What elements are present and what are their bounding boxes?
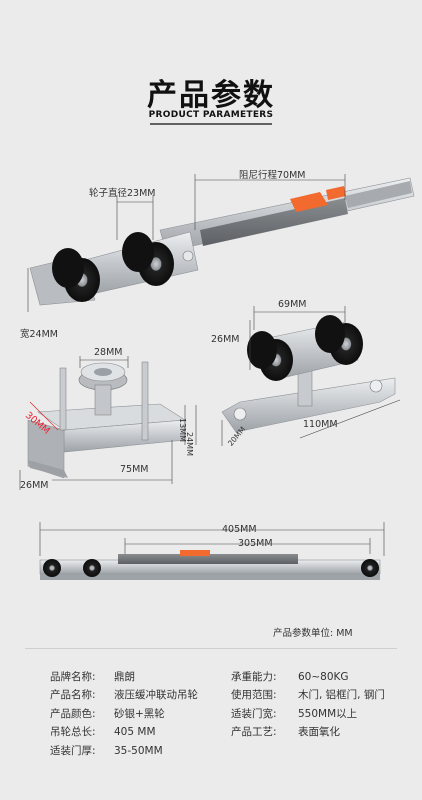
dim-75: 75MM	[120, 464, 149, 475]
dim-26-left: 26MM	[20, 480, 49, 491]
spec-value: 35-50MM	[114, 744, 163, 757]
spec-key: 品牌名称:	[50, 671, 96, 683]
spec-row: 产品工艺: 表面氧化	[231, 723, 385, 741]
page-title: 产品参数	[147, 78, 275, 113]
spec-key: 产品工艺:	[231, 726, 277, 739]
product-illustrations	[19, 174, 415, 580]
spec-list-left: 品牌名称: 鼎朗 产品名称: 液压缓冲联动吊轮 产品颜色: 砂银+黑轮 吊轮总长: 40…	[50, 668, 198, 760]
spec-row: 承重能力: 60~80KG	[231, 668, 385, 686]
spec-row: 品牌名称: 鼎朗	[50, 668, 198, 686]
spec-row: 产品名称: 液压缓冲联动吊轮	[50, 686, 198, 704]
unit-note: 产品参数单位: MM	[273, 628, 353, 639]
carrier-dim-lines	[221, 306, 401, 446]
top-dim-lines	[27, 174, 346, 312]
dim-13: 13MM	[178, 418, 187, 442]
spec-key: 承重能力:	[231, 671, 277, 683]
spec-value: 鼎朗	[114, 671, 135, 683]
dim-damping-stroke: 阻尼行程70MM	[239, 170, 306, 181]
spec-list-right: 承重能力: 60~80KG 使用范围: 木门, 铝框门, 钢门 适装门宽: 550MM…	[231, 668, 385, 742]
dim-305: 305MM	[238, 538, 273, 549]
hanger-plate-assembly	[27, 361, 186, 479]
dim-69: 69MM	[278, 299, 307, 310]
top-track-assembly	[29, 177, 415, 306]
dim-26-right: 26MM	[211, 334, 240, 345]
spec-value: 木门, 铝框门, 钢门	[298, 689, 385, 702]
spec-key: 吊轮总长:	[50, 726, 96, 739]
spec-value: 液压缓冲联动吊轮	[114, 689, 198, 702]
dim-110: 110MM	[303, 419, 338, 430]
spec-key: 产品颜色:	[50, 707, 96, 720]
dim-width-24: 宽24MM	[20, 329, 58, 340]
rail-dim-lines	[39, 522, 385, 556]
spec-row: 产品颜色: 砂银+黑轮	[50, 705, 198, 723]
dim-wheel-diameter: 轮子直径23MM	[89, 188, 156, 199]
spec-row: 吊轮总长: 405 MM	[50, 723, 198, 741]
wheel-carrier-assembly	[221, 315, 396, 433]
spec-value: 550MM以上	[298, 707, 358, 720]
spec-key: 产品名称:	[50, 689, 96, 702]
spec-row: 适装门宽: 550MM以上	[231, 705, 385, 723]
title-underline	[150, 123, 272, 125]
dim-28: 28MM	[94, 347, 123, 358]
full-rail-assembly	[39, 550, 381, 580]
spec-value: 405 MM	[114, 726, 156, 739]
spec-key: 使用范围:	[231, 689, 277, 702]
spec-value: 表面氧化	[298, 726, 340, 739]
spec-key: 适装门厚:	[50, 744, 96, 757]
red-dim-line	[29, 401, 59, 431]
spec-key: 适装门宽:	[231, 707, 277, 720]
page-subtitle: PRODUCT PARAMETERS	[148, 110, 274, 120]
spec-row: 使用范围: 木门, 铝框门, 钢门	[231, 686, 385, 704]
hanger-dim-lines	[19, 356, 197, 490]
spec-value: 60~80KG	[298, 671, 349, 683]
spec-value: 砂银+黑轮	[114, 707, 165, 720]
divider	[25, 648, 397, 649]
spec-row: 适装门厚: 35-50MM	[50, 742, 198, 760]
dim-405: 405MM	[222, 524, 257, 535]
